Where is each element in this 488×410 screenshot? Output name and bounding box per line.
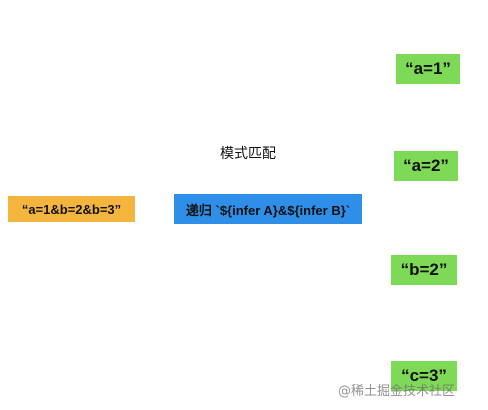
input-string-box: “a=1&b=2&b=3”	[8, 196, 135, 222]
recursive-pattern-box: 递归 `${infer A}&${infer B}`	[174, 194, 362, 224]
watermark-text: @稀土掘金技术社区	[338, 384, 456, 399]
result-box-3: “b=2”	[391, 255, 457, 285]
diagram-caption: 模式匹配	[220, 146, 276, 162]
result-box-4: “c=3”	[391, 361, 457, 391]
result-box-1: “a=1”	[396, 54, 460, 84]
result-box-2: “a=2”	[394, 151, 458, 181]
